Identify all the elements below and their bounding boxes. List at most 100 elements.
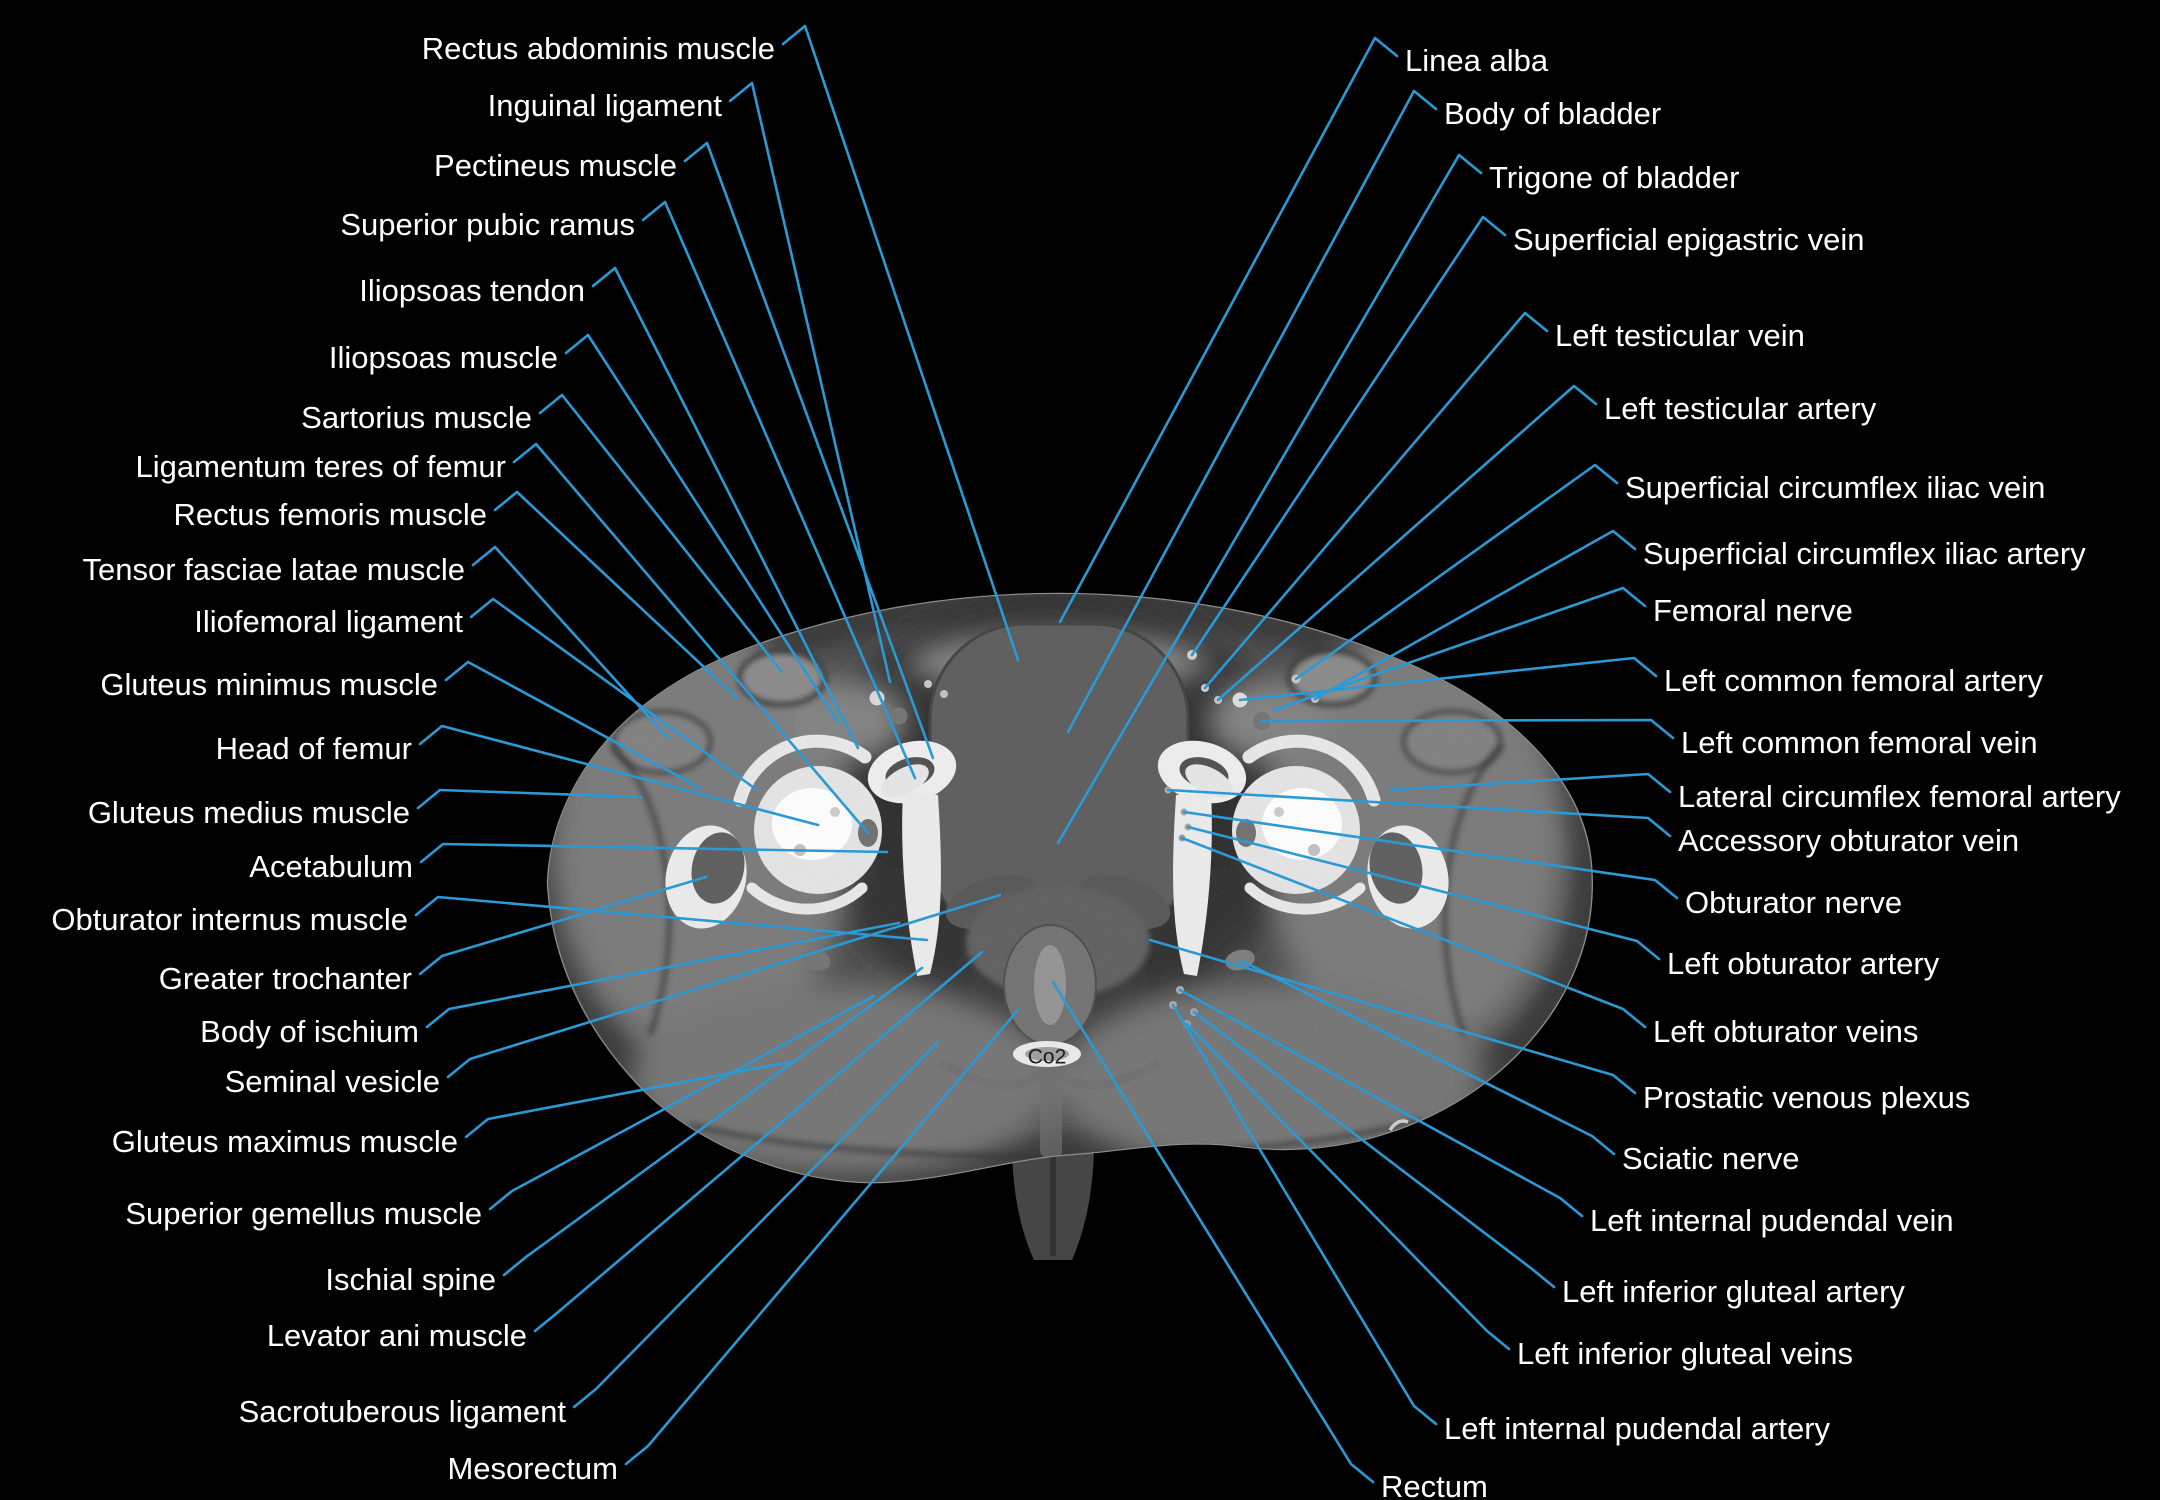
anatomy-label-right-18: Left internal pudendal vein <box>1590 1203 1954 1238</box>
leader-line-left-13 <box>416 788 643 810</box>
anatomy-label-right-10: Left common femoral vein <box>1681 725 2038 760</box>
anatomy-label-left-8: Rectus femoris muscle <box>173 497 487 532</box>
anatomy-label-right-11: Lateral circumflex femoral artery <box>1678 779 2121 814</box>
anatomy-label-left-3: Superior pubic ramus <box>340 207 635 242</box>
leader-line-right-0 <box>1058 36 1399 624</box>
anatomy-label-left-12: Head of femur <box>216 731 412 766</box>
anatomy-label-right-16: Prostatic venous plexus <box>1643 1080 1970 1115</box>
leader-line-left-6 <box>538 393 784 674</box>
leader-line-right-7 <box>1313 529 1637 701</box>
leader-line-left-9 <box>471 545 670 740</box>
leader-line-left-0 <box>781 24 1020 662</box>
anatomy-label-left-17: Body of ischium <box>200 1014 419 1049</box>
anatomy-label-right-21: Left internal pudendal artery <box>1444 1411 1831 1446</box>
leader-line-right-10 <box>1260 718 1675 740</box>
leader-line-left-8 <box>493 490 739 700</box>
anatomy-label-right-3: Superficial epigastric vein <box>1513 222 1865 257</box>
leader-line-left-22 <box>533 950 984 1333</box>
anatomy-label-left-23: Sacrotuberous ligament <box>239 1394 567 1429</box>
ct-scan: Co2 <box>546 592 1593 1260</box>
leader-line-left-15 <box>414 895 929 942</box>
leader-line-right-2 <box>1056 153 1483 845</box>
anatomy-label-left-16: Greater trochanter <box>159 961 412 996</box>
ct-noise <box>548 594 1592 1183</box>
anatomy-label-right-19: Left inferior gluteal artery <box>1562 1274 1905 1309</box>
anatomy-label-right-20: Left inferior gluteal veins <box>1517 1336 1853 1371</box>
leader-line-left-18 <box>446 893 1002 1079</box>
leader-line-left-4 <box>591 266 860 750</box>
anatomy-label-right-14: Left obturator artery <box>1667 946 1940 981</box>
anatomy-label-right-4: Left testicular vein <box>1555 318 1805 353</box>
leader-line-right-8 <box>1272 586 1647 712</box>
anatomy-label-left-18: Seminal vesicle <box>225 1064 440 1099</box>
leader-line-left-7 <box>512 442 870 835</box>
leader-line-right-6 <box>1294 463 1619 681</box>
anatomy-label-left-13: Gluteus medius muscle <box>88 795 410 830</box>
leader-line-right-12 <box>1166 788 1672 838</box>
anatomy-label-left-5: Iliopsoas muscle <box>329 340 558 375</box>
leader-line-right-14 <box>1186 825 1661 961</box>
anatomy-label-right-8: Femoral nerve <box>1653 593 1853 628</box>
anatomy-label-right-15: Left obturator veins <box>1653 1014 1918 1049</box>
leader-line-left-12 <box>418 724 820 827</box>
leader-line-right-5 <box>1216 384 1598 702</box>
vertebra-marker: Co2 <box>1028 1045 1067 1068</box>
leader-line-right-21 <box>1171 1003 1438 1426</box>
anatomy-label-left-15: Obturator internus muscle <box>51 902 408 937</box>
anatomy-label-left-19: Gluteus maximus muscle <box>112 1124 458 1159</box>
anatomy-label-right-13: Obturator nerve <box>1685 885 1902 920</box>
leader-line-left-19 <box>464 1060 792 1139</box>
anatomy-label-left-10: Iliofemoral ligament <box>194 604 463 639</box>
anatomy-label-right-17: Sciatic nerve <box>1622 1141 1799 1176</box>
leader-line-right-15 <box>1180 836 1647 1029</box>
anatomy-label-left-2: Pectineus muscle <box>434 148 677 183</box>
leader-line-right-4 <box>1203 311 1549 690</box>
anatomy-label-right-9: Left common femoral artery <box>1664 663 2044 698</box>
anatomy-label-right-12: Accessory obturator vein <box>1678 823 2019 858</box>
anatomy-label-right-0: Linea alba <box>1405 43 1549 78</box>
leader-line-left-20 <box>488 994 876 1211</box>
leader-line-left-24 <box>624 1008 1020 1466</box>
leader-lines <box>414 24 1679 1484</box>
leader-line-left-21 <box>502 966 924 1277</box>
leader-line-left-3 <box>641 200 917 780</box>
leader-line-right-20 <box>1185 1022 1511 1351</box>
leader-line-left-14 <box>419 842 889 864</box>
anatomy-label-left-21: Ischial spine <box>325 1262 496 1297</box>
leader-line-right-17 <box>1238 958 1616 1156</box>
image-artifact <box>1388 1119 1409 1132</box>
leader-line-right-13 <box>1182 810 1679 900</box>
leader-line-right-3 <box>1190 215 1507 657</box>
anatomy-label-left-11: Gluteus minimus muscle <box>100 667 438 702</box>
leader-line-left-16 <box>418 875 708 976</box>
anatomy-label-right-2: Trigone of bladder <box>1489 160 1739 195</box>
leader-line-left-11 <box>444 660 702 790</box>
leader-line-right-18 <box>1178 988 1584 1218</box>
anatomy-label-left-20: Superior gemellus muscle <box>125 1196 482 1231</box>
anatomy-label-left-1: Inguinal ligament <box>488 88 723 123</box>
leader-line-left-1 <box>728 81 892 684</box>
anatomy-label-left-22: Levator ani muscle <box>267 1318 527 1353</box>
leader-line-left-5 <box>564 333 840 724</box>
anatomy-label-right-1: Body of bladder <box>1444 96 1661 131</box>
anatomy-label-left-9: Tensor fasciae latae muscle <box>82 552 465 587</box>
leader-line-right-16 <box>1148 938 1637 1095</box>
anatomy-label-right-7: Superficial circumflex iliac artery <box>1643 536 2086 571</box>
leader-line-left-17 <box>425 921 901 1029</box>
leader-line-left-23 <box>572 1040 940 1409</box>
leader-line-right-11 <box>1388 772 1672 794</box>
leader-line-left-10 <box>469 597 759 792</box>
anatomy-label-right-5: Left testicular artery <box>1604 391 1877 426</box>
leader-line-left-2 <box>683 141 935 760</box>
anatomy-label-left-0: Rectus abdominis muscle <box>422 31 775 66</box>
leader-line-right-22 <box>1051 980 1375 1484</box>
anatomy-label-left-4: Iliopsoas tendon <box>359 273 585 308</box>
leader-line-right-1 <box>1066 89 1438 734</box>
anatomy-label-right-22: Rectum <box>1381 1469 1488 1500</box>
anatomy-label-left-7: Ligamentum teres of femur <box>136 449 506 484</box>
anatomy-label-right-6: Superficial circumflex iliac vein <box>1625 470 2045 505</box>
anatomy-label-left-24: Mesorectum <box>447 1451 618 1486</box>
anatomy-label-left-6: Sartorius muscle <box>301 400 532 435</box>
